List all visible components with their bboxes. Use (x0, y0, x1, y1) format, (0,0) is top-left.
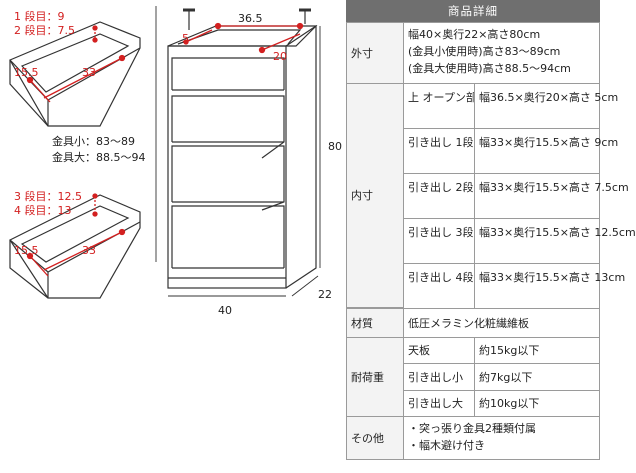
outer-size-line-1: 幅40×奥行22×高さ80cm (408, 28, 541, 41)
cabinet-top-width: 36.5 (238, 12, 263, 25)
lower-drawer-depth: 15.5 (14, 244, 39, 257)
cabinet-top-dimensions (183, 22, 304, 54)
inner-row-name-open: 上 オープン部 (403, 83, 477, 129)
inner-row-value-drawer-2: 幅33×奥行15.5×高さ 7.5cm (474, 173, 629, 219)
upper-drawer-depth: 15.5 (14, 66, 39, 79)
lower-drawer-label-4: 4 段目：13 (14, 203, 72, 217)
cabinet-height: 80 (328, 140, 342, 153)
spec-title: 商品詳細 (346, 0, 600, 22)
outer-size-line-3: (金具大使用時)高さ88.5～94cm (408, 62, 571, 75)
spec-table: 商品詳細 外寸 幅40×奥行22×高さ80cm (金具小使用時)高さ83～89c… (346, 0, 636, 473)
inner-row-value-open: 幅36.5×奥行20×高さ 5cm (474, 83, 618, 129)
cabinet-drawing (167, 8, 318, 289)
upper-drawer-label-1: 1 段目：9 (14, 9, 65, 23)
product-drawing: 1 段目：9 2 段目：7.5 15.5 33 金具小：83～89 金具大：88… (9, 6, 342, 317)
inner-row-name-drawer-1: 引き出し 1段 (403, 128, 475, 174)
material-label: 材質 (346, 308, 404, 338)
inner-row-value-drawer-3: 幅33×奥行15.5×高さ 12.5cm (474, 218, 636, 264)
lower-drawer-label-3: 3 段目：12.5 (14, 189, 82, 203)
inner-row-name-drawer-4: 引き出し 4段目 (403, 263, 485, 309)
load-label: 耐荷重 (346, 337, 404, 417)
inner-row-name-drawer-3: 引き出し 3段目 (403, 218, 485, 264)
fitting-large-label: 金具大：88.5～94 (52, 150, 146, 164)
cabinet-width: 40 (218, 304, 232, 317)
load-value-small-drawer: 約7kg以下 (474, 363, 600, 391)
load-name-top: 天板 (403, 337, 475, 364)
load-value-top: 約15kg以下 (474, 337, 600, 364)
other-values: ・突っ張り金具2種類付属 ・幅木避け付き (403, 416, 600, 460)
inner-row-value-drawer-1: 幅33×奥行15.5×高さ 9cm (474, 128, 618, 174)
inner-row-name-drawer-2: 引き出し 2段目 (403, 173, 485, 219)
outer-size-line-2: (金具小使用時)高さ83～89cm (408, 45, 561, 58)
cabinet-top-side: 5 (182, 32, 189, 45)
upper-drawer-width: 33 (82, 66, 96, 79)
inner-row-value-drawer-4: 幅33×奥行15.5×高さ 13cm (474, 263, 625, 309)
load-name-large-drawer: 引き出し大 (403, 390, 475, 417)
inner-size-label: 内寸 (346, 83, 404, 308)
load-name-small-drawer: 引き出し小 (403, 363, 475, 391)
lower-drawer-width: 33 (82, 244, 96, 257)
outer-size-values: 幅40×奥行22×高さ80cm (金具小使用時)高さ83～89cm (金具大使用… (403, 22, 600, 84)
lower-drawer-dimensions (26, 193, 126, 277)
outer-size-label: 外寸 (346, 22, 404, 84)
material-value: 低圧メラミン化粧繊維板 (403, 308, 600, 338)
cabinet-top-depth: 20 (273, 50, 287, 63)
upper-drawer-dimensions (26, 25, 126, 103)
other-line-1: ・突っ張り金具2種類付属 (408, 422, 536, 435)
other-label: その他 (346, 416, 404, 460)
load-value-large-drawer: 約10kg以下 (474, 390, 600, 417)
cabinet-depth: 22 (318, 288, 332, 301)
fitting-small-label: 金具小：83～89 (52, 134, 135, 148)
cabinet-dimension-lines (155, 6, 321, 297)
other-line-2: ・幅木避け付き (408, 439, 485, 452)
upper-drawer-label-2: 2 段目：7.5 (14, 23, 75, 37)
